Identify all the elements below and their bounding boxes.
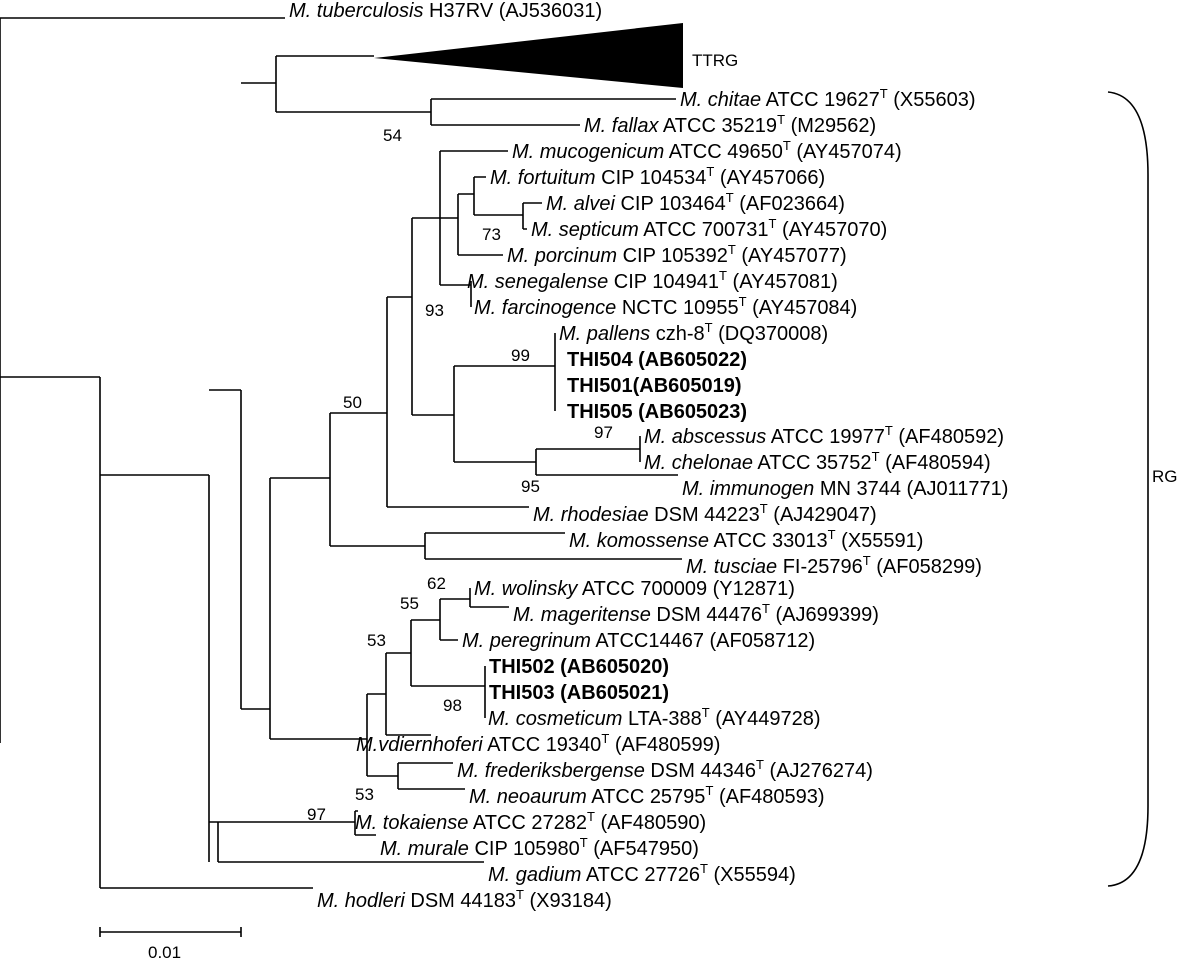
taxon-label: M. pallens czh-8T (DQ370008) (559, 320, 828, 345)
taxon-label: M. tuberculosis H37RV (AJ536031) (289, 0, 602, 22)
collapsed-clade-triangle (374, 23, 683, 88)
bootstrap-value: 53 (355, 785, 374, 804)
taxon-label: M. fortuitum CIP 104534T (AY457066) (490, 164, 825, 189)
taxon-label: M.vdiernhoferi ATCC 19340T (AF480599) (356, 731, 720, 756)
taxon-label: M. peregrinum ATCC14467 (AF058712) (462, 630, 815, 652)
taxon-label: M. gadium ATCC 27726T (X55594) (488, 861, 796, 886)
tree-branch-lines (0, 17, 682, 889)
taxon-label: M. tusciae FI-25796T (AF058299) (686, 553, 982, 578)
bootstrap-value: 97 (594, 423, 613, 442)
taxon-label: M. chitae ATCC 19627T (X55603) (680, 86, 976, 111)
bootstrap-value: 99 (511, 346, 530, 365)
bootstrap-value: 95 (521, 477, 540, 496)
bootstrap-value: 93 (425, 301, 444, 320)
bootstrap-value: 50 (343, 393, 362, 412)
bootstrap-values: 54 73 93 99 97 50 95 62 55 53 98 97 53 (307, 126, 613, 824)
taxon-label: M. neoaurum ATCC 25795T (AF480593) (469, 783, 825, 808)
group-bracket (1107, 91, 1149, 887)
bootstrap-value: 62 (427, 574, 446, 593)
taxon-label: M. alvei CIP 103464T (AF023664) (546, 190, 845, 215)
taxon-label: M. septicum ATCC 700731T (AY457070) (531, 216, 887, 241)
taxon-label: M. senegalense CIP 104941T (AY457081) (467, 268, 838, 293)
taxon-label: M. fallax ATCC 35219T (M29562) (584, 112, 876, 137)
scale-bar-label: 0.01 (148, 943, 181, 961)
strain-label: THI502 (AB605020) (489, 656, 669, 678)
bootstrap-value: 55 (400, 594, 419, 613)
bootstrap-value: 98 (443, 696, 462, 715)
taxon-label: M. mucogenicum ATCC 49650T (AY457074) (512, 138, 902, 163)
collapsed-clade-label: TTRG (692, 51, 738, 70)
group-label: RG (1152, 467, 1178, 486)
taxon-label: M. tokaiense ATCC 27282T (AF480590) (355, 809, 706, 834)
bootstrap-value: 97 (307, 805, 326, 824)
bootstrap-value: 53 (367, 631, 386, 650)
tree-branches (0, 17, 682, 889)
taxon-label: M. rhodesiae DSM 44223T (AJ429047) (533, 501, 877, 526)
taxon-label: M. wolinsky ATCC 700009 (Y12871) (474, 578, 795, 600)
taxon-label: M. komossense ATCC 33013T (X55591) (569, 527, 923, 552)
taxon-label: M. hodleri DSM 44183T (X93184) (317, 887, 612, 912)
taxon-label: M. abscessus ATCC 19977T (AF480592) (644, 423, 1004, 448)
strain-label: THI505 (AB605023) (567, 401, 747, 423)
taxon-label: M. mageritense DSM 44476T (AJ699399) (513, 601, 879, 626)
bootstrap-value: 73 (482, 225, 501, 244)
bootstrap-value: 54 (383, 126, 402, 145)
taxon-label: M. murale CIP 105980T (AF547950) (380, 835, 699, 860)
taxon-label: M. farcinogence NCTC 10955T (AY457084) (474, 294, 857, 319)
strain-label: THI503 (AB605021) (489, 682, 669, 704)
taxon-label: M. cosmeticum LTA-388T (AY449728) (488, 705, 821, 730)
strain-label: THI504 (AB605022) (567, 349, 747, 371)
strain-label: THI501(AB605019) (567, 375, 742, 397)
taxon-label: M. immunogen MN 3744 (AJ011771) (682, 478, 1008, 500)
taxon-label: M. chelonae ATCC 35752T (AF480594) (644, 449, 991, 474)
tree-leaves: M. tuberculosis H37RV (AJ536031) M. chita… (289, 0, 1008, 912)
taxon-label: M. porcinum CIP 105392T (AY457077) (507, 242, 847, 267)
taxon-label: M. frederiksbergense DSM 44346T (AJ27627… (457, 757, 873, 782)
scale-bar (99, 927, 242, 937)
